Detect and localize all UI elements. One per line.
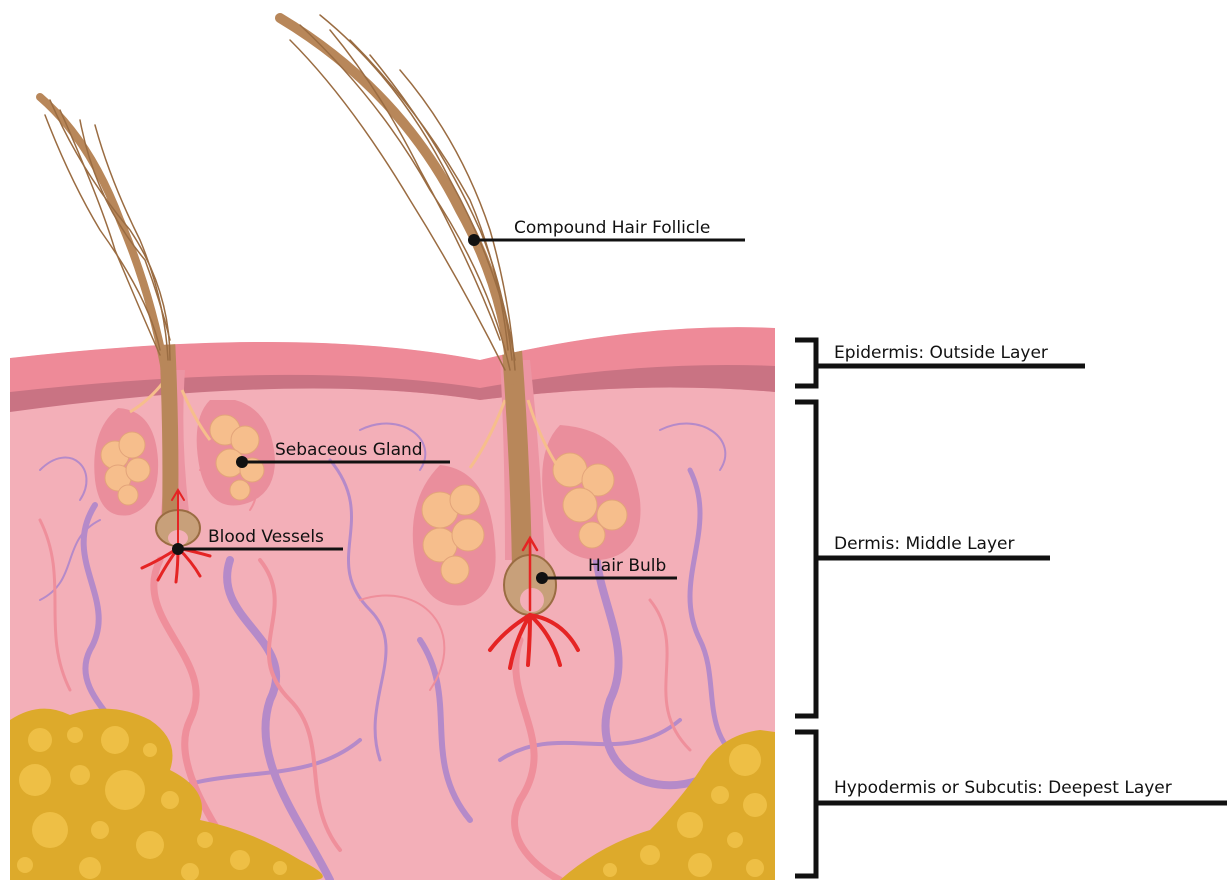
label-epidermis: Epidermis: Outside Layer: [834, 343, 1048, 363]
label-dermis: Dermis: Middle Layer: [834, 534, 1014, 554]
callout-dot: [468, 234, 480, 246]
callout-compound-hair-follicle: Compound Hair Follicle: [468, 218, 745, 246]
label-sebaceous-gland: Sebaceous Gland: [275, 440, 423, 460]
bracket-hypodermis: [795, 732, 1227, 876]
callout-dot: [236, 456, 248, 468]
label-compound-hair-follicle: Compound Hair Follicle: [514, 218, 710, 238]
label-hair-bulb: Hair Bulb: [588, 556, 666, 576]
left-hair-strands: [40, 97, 170, 370]
compound-hair-strands: [280, 15, 515, 380]
callout-dot: [172, 543, 184, 555]
bracket-dermis: [795, 402, 1050, 716]
label-blood-vessels: Blood Vessels: [208, 527, 324, 547]
skin-cross-section: [0, 300, 800, 880]
label-hypodermis: Hypodermis or Subcutis: Deepest Layer: [834, 778, 1172, 798]
callout-dot: [536, 572, 548, 584]
